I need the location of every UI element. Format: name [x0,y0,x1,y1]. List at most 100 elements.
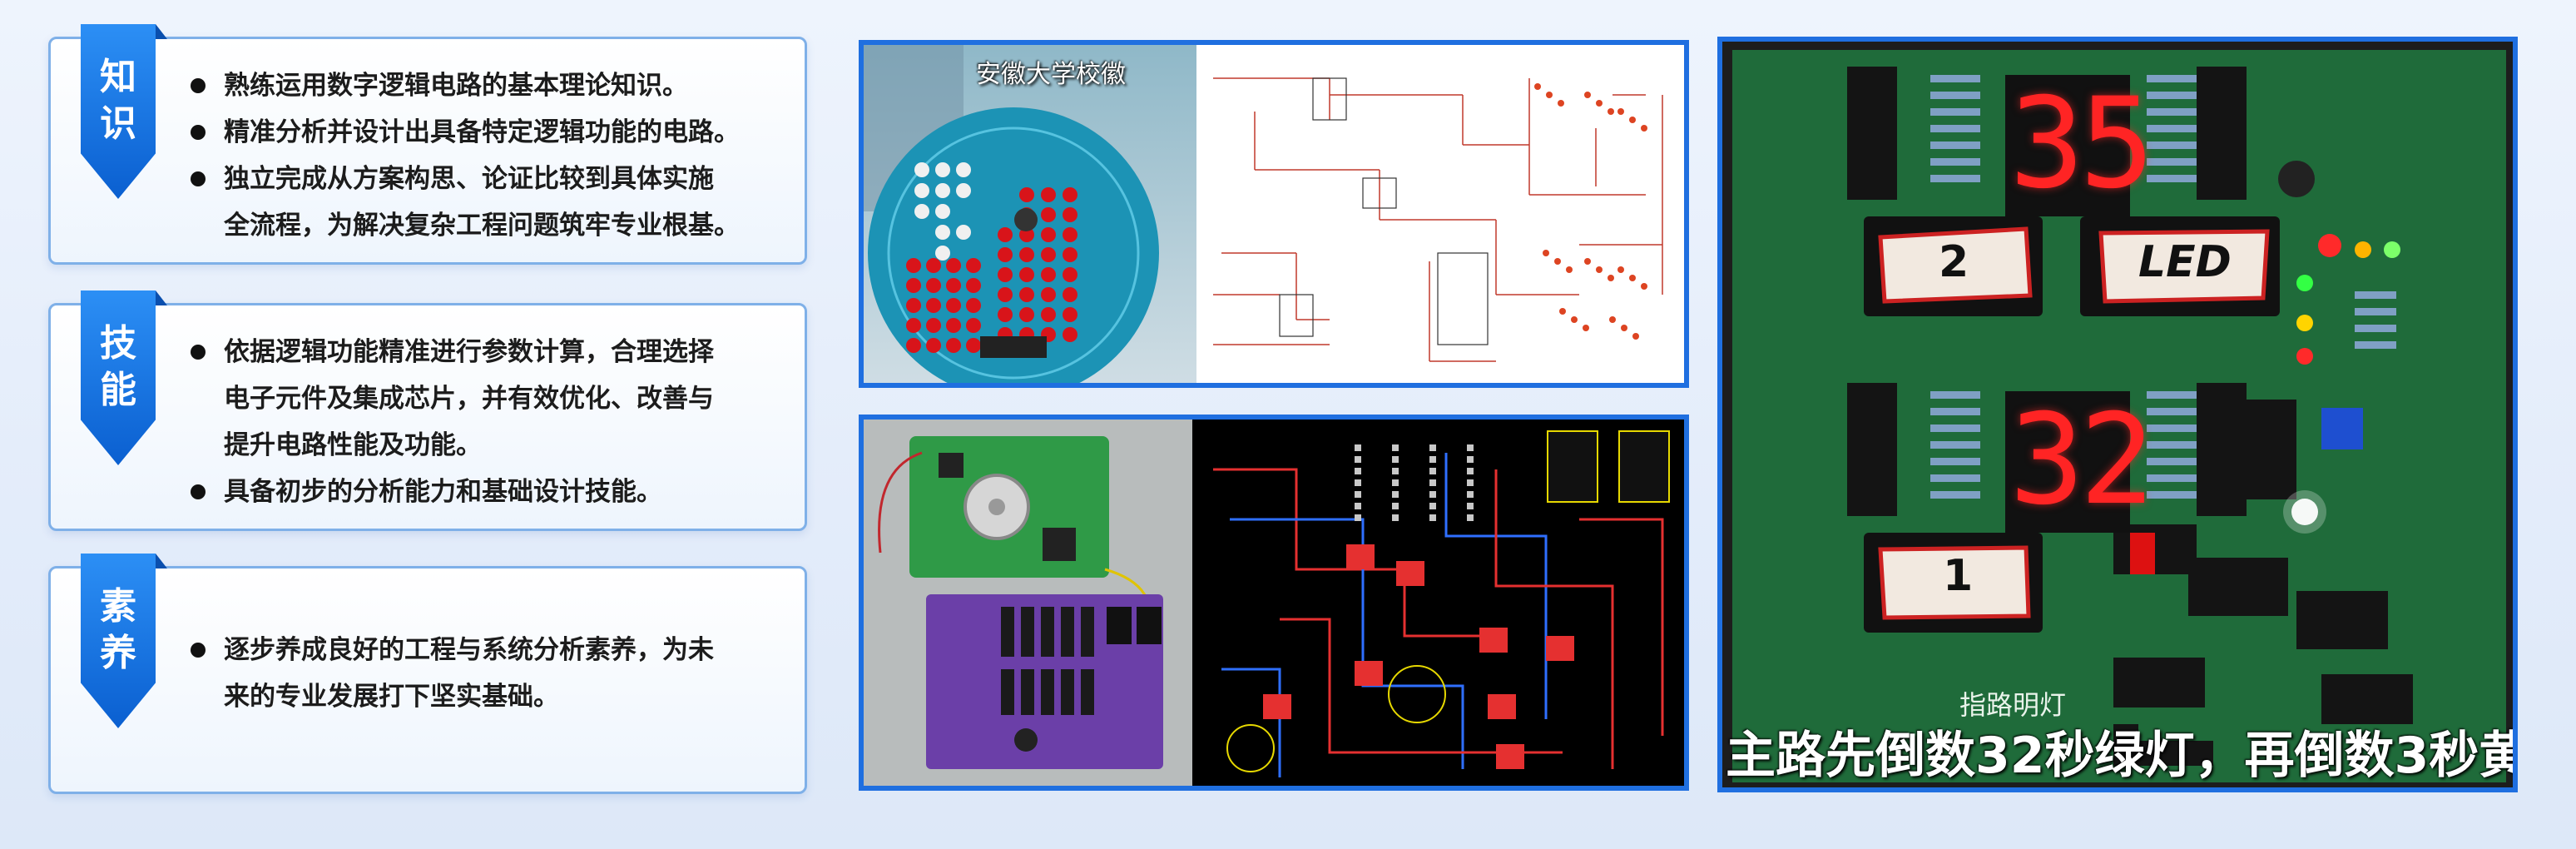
pcb-pin [1392,503,1399,509]
ic-chip [1021,669,1034,715]
ic-chip [2188,558,2288,616]
ic-chip [1061,607,1074,657]
photo-badge-schematic: 安徽大学校徽 [859,40,1689,388]
pcb-pin [1392,444,1399,451]
schematic-led [1641,125,1647,132]
red-led [906,338,921,353]
pcb-trace [1494,469,1614,769]
pcb-pin [1429,514,1436,521]
ic-chip [2247,400,2296,499]
watermark-text: 安徽大学校徽 [976,60,1126,89]
red-led [1063,267,1077,282]
ic-chip [1041,607,1054,657]
pcb-pin [1355,491,1361,498]
red-led [1063,307,1077,322]
ic-chip [2197,67,2247,200]
resistor [1930,491,1980,499]
list-item: 独立完成从方案构思、论证比较到具体实施 全流程，为解决复杂工程问题筑牢专业根基。 [191,156,788,249]
red-led [1063,187,1077,202]
resistor [2147,474,2197,482]
resistor [2355,291,2396,299]
ic-chip [2321,674,2413,724]
white-led [935,246,950,261]
resistor [2355,341,2396,349]
tag-char: 养 [100,632,136,674]
schematic-led [1543,250,1549,256]
white-led [935,162,950,177]
pcb-pin [1355,468,1361,474]
resistor [1930,391,1980,399]
resistor [2355,325,2396,332]
tag-char: 技 [100,322,136,365]
tag-fold [156,290,167,305]
resistor [2147,158,2197,166]
tag-char: 知 [100,56,136,98]
red-led [966,338,981,353]
ic-chip [1847,67,1897,200]
schematic-led [1584,92,1591,98]
schematic-led [1617,108,1624,115]
resistor [2147,458,2197,465]
resistor [1930,158,1980,166]
resistor [1930,142,1980,149]
pcb-pin [1429,444,1436,451]
pcb-pin [1467,444,1474,451]
literacy-tag: 素 养 [81,554,156,728]
ic-chip [1847,383,1897,516]
pcb-pin [1392,491,1399,498]
schematic-led [1617,266,1624,273]
pcb-pin [1429,468,1436,474]
white-led [956,162,971,177]
note-label-2: 2 [1939,237,1969,287]
red-led [906,298,921,313]
schematic-chip [1312,77,1347,121]
pcb-trace [1221,668,1281,777]
ic-chip [1041,669,1054,715]
list-item: 依据逻辑功能精准进行参数计算，合理选择 电子元件及集成芯片，并有效优化、改善与 … [191,329,788,469]
resistor [2147,75,2197,82]
red-led [966,318,981,333]
ic-chip [1001,607,1014,657]
red-led [906,318,921,333]
resistor [1930,408,1980,415]
schematic-led [1554,258,1561,265]
resistor [2147,408,2197,415]
red-led [1019,307,1034,322]
resistor [1930,125,1980,132]
red-led [966,258,981,273]
white-led [956,225,971,240]
pcb-image [864,420,1684,786]
knowledge-list: 熟练运用数字逻辑电路的基本理论知识。 精准分析并设计出具备特定逻辑功能的电路。 … [191,62,788,249]
tag-fold [156,554,167,568]
red-led [1063,247,1077,262]
ic-chip [2113,658,2205,708]
display-bottom: 32 [2009,388,2155,533]
red-led [926,318,941,333]
list-item: 精准分析并设计出具备特定逻辑功能的电路。 [191,109,788,156]
red-led [1063,327,1077,342]
ic-chip [1021,607,1034,657]
red-led [998,247,1013,262]
schematic-led [1566,266,1573,273]
red-led [946,318,961,333]
pcb-capacitor [1226,724,1275,772]
pcb-pad [1396,561,1424,586]
red-led [946,278,961,293]
schematic-led [1621,325,1627,331]
pcb-pad [1479,628,1508,653]
resistor [1930,175,1980,182]
red-led [1019,267,1034,282]
ic-chip [1061,669,1074,715]
pcb-pin [1467,468,1474,474]
red-led [1041,227,1056,242]
schematic-led [1629,117,1636,123]
resistor [2147,491,2197,499]
red-led [906,278,921,293]
schematic-led [1608,275,1614,281]
pcb-pad [1263,694,1291,719]
red-led [1041,307,1056,322]
resistor [2147,125,2197,132]
red-led [1041,187,1056,202]
resistor [1930,75,1980,82]
resistor [2147,142,2197,149]
